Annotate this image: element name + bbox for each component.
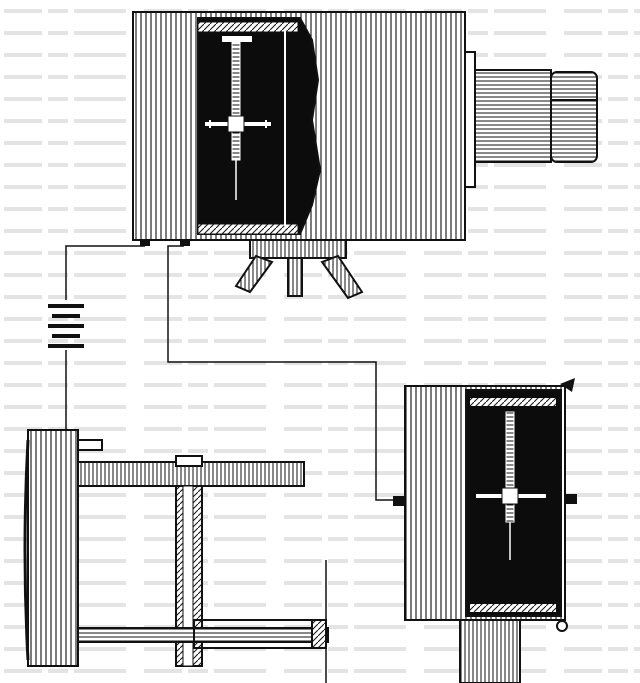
circuit-wires xyxy=(65,245,400,501)
receiver-spindle xyxy=(505,411,515,523)
camera-spindle xyxy=(231,39,241,161)
receiving-box xyxy=(393,378,577,683)
lens-barrel xyxy=(464,51,598,188)
camera-gear-top xyxy=(222,36,252,42)
battery-icon xyxy=(48,304,84,348)
wire-to-receiver xyxy=(167,245,400,501)
clockwork-drive xyxy=(23,429,329,683)
camera-apparatus xyxy=(132,11,598,300)
receiver-terminal-right xyxy=(565,494,577,504)
clock-frame xyxy=(27,429,79,667)
receiver-latch xyxy=(560,378,575,392)
receiver-terminal-left xyxy=(393,496,405,506)
wire-to-battery xyxy=(65,245,145,300)
camera-terminals xyxy=(140,240,190,246)
receiver-base xyxy=(459,619,521,683)
tripod-icon xyxy=(234,254,274,294)
camera-top-plate xyxy=(197,21,299,33)
clock-arbor xyxy=(77,627,329,643)
camera-gear-icon xyxy=(205,115,271,133)
lens-icon xyxy=(550,71,598,163)
camera-bottom-plate xyxy=(197,223,299,235)
tripod-head xyxy=(234,239,364,300)
battery xyxy=(48,304,84,348)
receiver-gear-icon xyxy=(476,487,546,505)
